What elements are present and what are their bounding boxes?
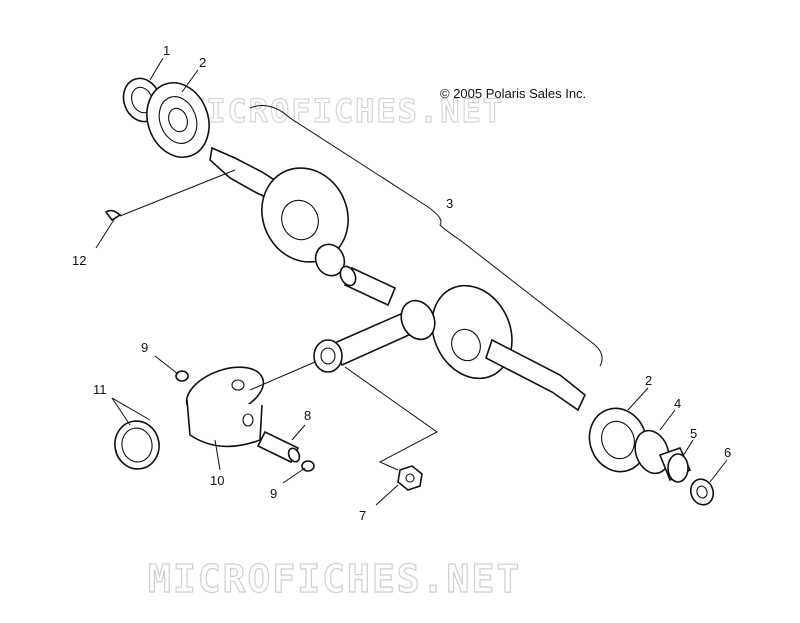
callout-9-upper: 9 <box>141 340 148 355</box>
watermark-top: MICROFICHES.NET <box>185 92 504 130</box>
callout-11: 11 <box>93 382 107 397</box>
piston-part <box>185 366 265 448</box>
callout-9-lower: 9 <box>270 486 277 501</box>
leader-4 <box>659 409 676 431</box>
callout-8: 8 <box>304 408 311 423</box>
callout-4: 4 <box>674 396 681 411</box>
callout-7: 7 <box>359 508 366 523</box>
callout-2-right: 2 <box>645 373 652 388</box>
rod-nut-line <box>344 366 438 471</box>
leader-8 <box>291 424 306 441</box>
leader-7 <box>375 484 399 506</box>
leader-6 <box>709 459 728 483</box>
shaft-axis-line <box>119 169 236 217</box>
piston-rings-part <box>114 420 160 470</box>
connecting-rod-part <box>313 299 436 373</box>
callout-6: 6 <box>724 445 731 460</box>
leader-9-lower <box>282 467 306 484</box>
leader-5 <box>682 439 694 457</box>
bearing-left-part <box>146 82 210 158</box>
leader-12 <box>95 217 116 249</box>
nut-part <box>397 465 423 491</box>
callout-2-left: 2 <box>199 55 206 70</box>
leader-1 <box>149 57 164 81</box>
piston-pin-part <box>256 430 301 464</box>
leader-2-right <box>627 387 649 411</box>
piston-rod-line <box>249 361 316 391</box>
callout-12: 12 <box>72 253 86 268</box>
crankshaft-half-upper <box>209 146 349 277</box>
woodruff-key-part <box>104 209 122 222</box>
leader-9-upper <box>154 355 179 375</box>
crankshaft-half-lower <box>431 284 586 412</box>
bearing-right-part <box>588 407 648 473</box>
callout-5: 5 <box>690 426 697 441</box>
piston-clip-lower <box>301 460 315 472</box>
callout-10: 10 <box>210 473 224 488</box>
gear-part <box>658 447 692 483</box>
leader-11 <box>111 397 151 426</box>
callout-1: 1 <box>163 43 170 58</box>
crank-pin-part <box>339 265 397 307</box>
piston-clip-upper <box>175 370 189 382</box>
washer-part <box>689 478 715 506</box>
assembly-bracket <box>249 105 603 367</box>
callout-3: 3 <box>446 196 453 211</box>
leader-2-left <box>181 69 199 93</box>
spacer-part <box>634 429 670 475</box>
leader-10 <box>214 439 221 471</box>
copyright-text: © 2005 Polaris Sales Inc. <box>440 86 586 101</box>
watermark-bottom: MICROFICHES.NET <box>148 557 521 601</box>
